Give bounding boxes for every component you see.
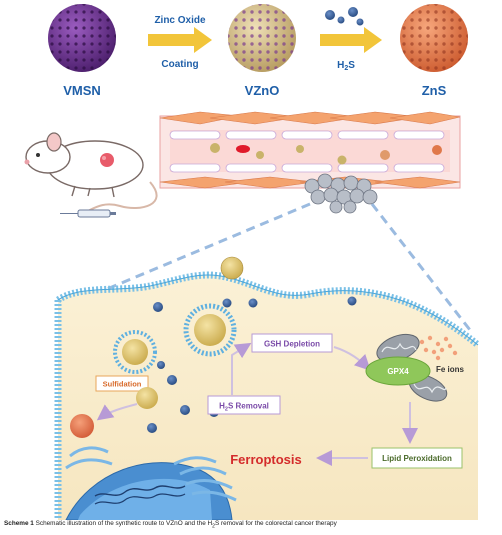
figure-caption: Scheme 1 Schematic illustration of the s… bbox=[4, 520, 498, 529]
vmsn-label: VMSN bbox=[63, 83, 101, 98]
membrane-vzno-particle bbox=[220, 256, 244, 280]
vesicle-particle-2 bbox=[113, 330, 157, 374]
syringe-icon bbox=[60, 209, 116, 218]
sulfidation-arrow-small bbox=[96, 403, 138, 421]
nucleus-illustration bbox=[65, 462, 233, 520]
h2s-removal-box bbox=[207, 395, 281, 415]
vmsn-particle bbox=[48, 4, 116, 72]
endoplasmic-reticulum-icon bbox=[65, 446, 237, 502]
vzno-label: VZnO bbox=[245, 83, 280, 98]
vzno-particle-small bbox=[136, 387, 158, 409]
h2s-molecules-icon bbox=[325, 7, 364, 26]
scheme-illustration: VMSN Zinc Oxide Coating VZnO H2S ZnS bbox=[24, 4, 481, 520]
zns-label: ZnS bbox=[422, 83, 447, 98]
zns-particle-small bbox=[70, 414, 94, 438]
arrow-to-gsh bbox=[231, 342, 252, 395]
caption-label: Scheme 1 bbox=[4, 520, 34, 527]
coating-arrow bbox=[148, 27, 212, 53]
gsh-depletion-box bbox=[251, 333, 333, 353]
lipid-peroxidation-box bbox=[371, 447, 463, 469]
step2-label: H2S bbox=[337, 60, 355, 72]
blood-vessel-tissue bbox=[159, 111, 461, 189]
zoom-line-left bbox=[99, 202, 311, 294]
arrow-to-gpx4 bbox=[333, 346, 371, 371]
gpx4-enzyme bbox=[365, 356, 431, 386]
fe-ion-dots bbox=[419, 335, 458, 361]
vesicle-particle-1 bbox=[183, 303, 237, 357]
vzno-particle bbox=[228, 4, 296, 72]
zoom-line-right bbox=[370, 203, 472, 331]
step1-line2: Coating bbox=[161, 59, 198, 70]
caption-sub: 2 bbox=[212, 523, 215, 530]
sulfidation-arrow bbox=[320, 27, 382, 53]
caption-text-a: Schematic illustration of the synthetic … bbox=[33, 520, 213, 527]
sulfidation-label: Sulfidation bbox=[103, 380, 142, 389]
gpx4-label: GPX4 bbox=[387, 367, 409, 376]
caption-text-b: S removal for the colorectal cancer ther… bbox=[214, 520, 337, 527]
ferroptosis-label: Ferroptosis bbox=[230, 452, 302, 467]
sulfidation-box bbox=[95, 375, 149, 392]
gsh-depletion-label: GSH Depletion bbox=[264, 340, 320, 349]
fe-ions-label: Fe ions bbox=[436, 365, 465, 374]
tumor-cell-cluster bbox=[304, 173, 378, 214]
step1-line1: Zinc Oxide bbox=[154, 15, 206, 26]
zns-particle bbox=[400, 4, 468, 72]
h2s-removal-label: H2S Removal bbox=[219, 402, 269, 413]
lipid-peroxidation-label: Lipid Peroxidation bbox=[382, 454, 452, 463]
mouse-illustration bbox=[24, 132, 158, 215]
